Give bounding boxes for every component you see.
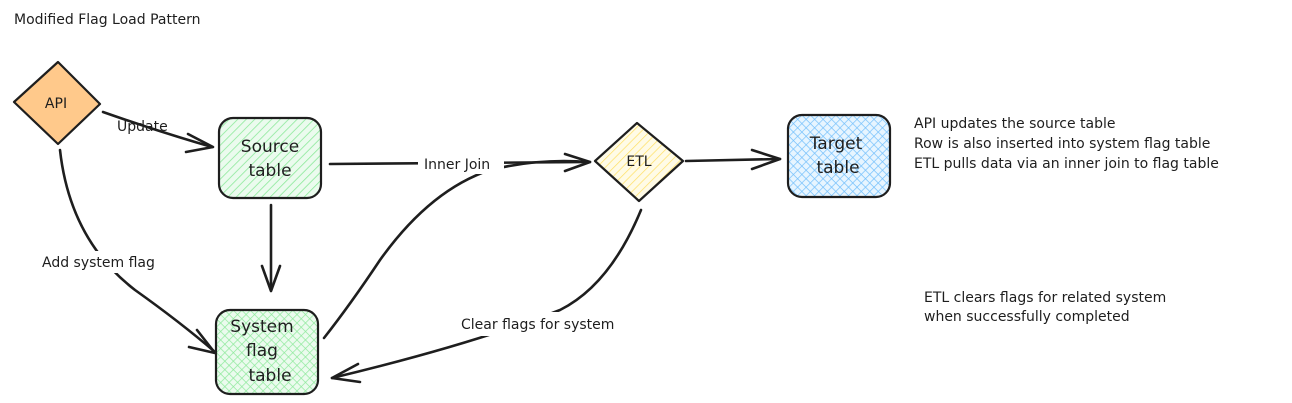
note-bottom-line: when successfully completed xyxy=(924,309,1130,325)
edge-label-inner-join: Inner Join xyxy=(424,157,490,173)
note-bottom: ETL clears flags for related system when… xyxy=(924,290,1166,325)
note-top-line: Row is also inserted into system flag ta… xyxy=(914,136,1210,152)
node-etl-label: ETL xyxy=(626,154,651,170)
edge-source-to-system-flag xyxy=(260,203,282,293)
node-system-flag-table: System flag table xyxy=(214,308,320,396)
node-system-line1: System xyxy=(230,317,293,337)
edge-system-flag-to-etl xyxy=(322,159,590,340)
note-top-line: API updates the source table xyxy=(914,116,1116,132)
node-target-line1: Target xyxy=(809,134,863,154)
note-top: API updates the source table Row is also… xyxy=(914,116,1219,172)
edge-api-to-source xyxy=(101,110,215,154)
node-source-line1: Source xyxy=(241,137,299,157)
edge-label-clear-flags: Clear flags for system xyxy=(461,317,614,333)
note-bottom-line: ETL clears flags for related system xyxy=(924,290,1166,306)
diagram-title: Modified Flag Load Pattern xyxy=(14,12,200,28)
node-system-line3: table xyxy=(248,366,291,386)
node-target-line2: table xyxy=(816,158,859,178)
edge-label-bg xyxy=(456,312,646,336)
node-api-label: API xyxy=(45,96,67,112)
edge-etl-to-target xyxy=(684,148,782,171)
node-source-table: Source table xyxy=(217,116,323,200)
node-api: API xyxy=(12,60,102,146)
node-source-line2: table xyxy=(248,161,291,181)
edge-label-update: Update xyxy=(117,119,168,135)
edge-etl-to-system-flag xyxy=(330,208,643,384)
node-etl: ETL xyxy=(593,121,685,203)
edge-label-bg xyxy=(418,154,504,174)
node-target-table: Target table xyxy=(786,113,892,199)
note-top-line: ETL pulls data via an inner join to flag… xyxy=(914,156,1219,172)
edge-label-bg xyxy=(36,251,176,273)
node-system-line2: flag xyxy=(246,341,278,361)
edge-label-add-flag: Add system flag xyxy=(42,255,155,271)
